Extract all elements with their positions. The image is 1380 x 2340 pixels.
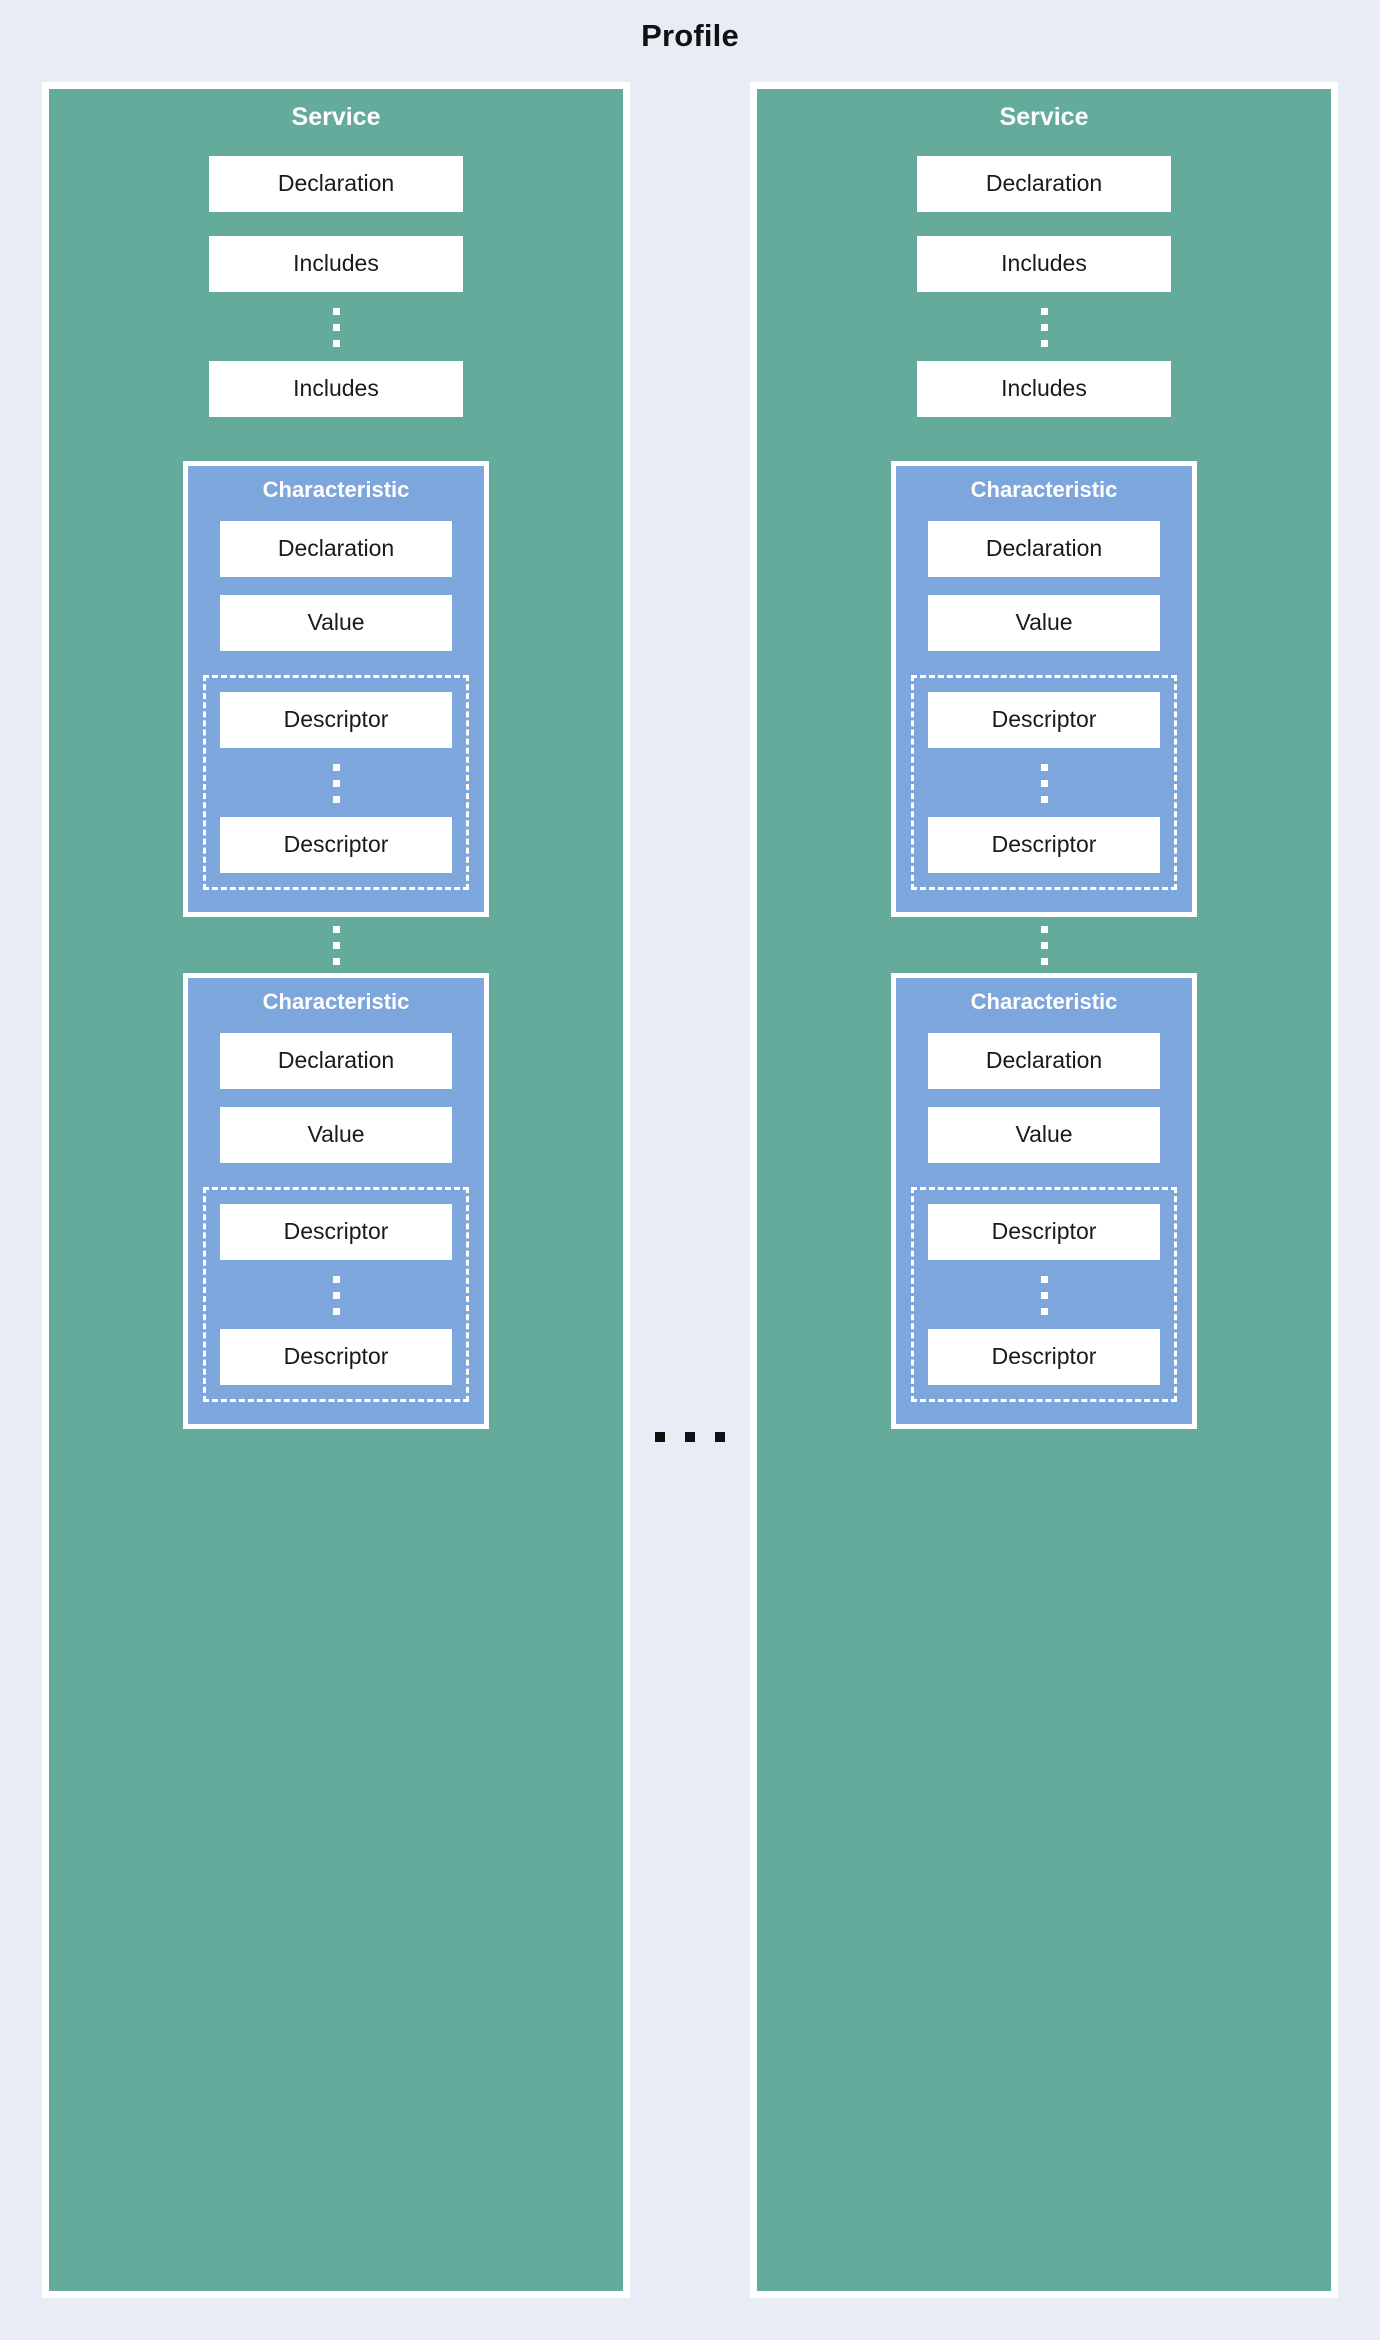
vertical-ellipsis-characteristics xyxy=(757,917,1331,973)
ellipsis-dot xyxy=(332,779,340,787)
ellipsis-dot xyxy=(655,1432,665,1442)
characteristic-box-2: Characteristic Declaration Value Descrip… xyxy=(891,973,1197,1429)
page-title: Profile xyxy=(641,18,739,53)
vertical-ellipsis-includes xyxy=(49,306,623,348)
vertical-ellipsis-characteristics xyxy=(49,917,623,973)
service-title: Service xyxy=(291,103,381,131)
characteristic-title: Characteristic xyxy=(262,477,410,502)
ellipsis-dot xyxy=(1040,1307,1048,1315)
ellipsis-dot xyxy=(332,323,340,331)
ellipsis-dot xyxy=(332,957,340,965)
characteristic-value-box: Value xyxy=(220,1107,452,1163)
characteristic-title: Characteristic xyxy=(262,989,410,1014)
ellipsis-dot xyxy=(332,1275,340,1283)
characteristic-box-1: Characteristic Declaration Value Descrip… xyxy=(183,461,489,917)
ellipsis-dot xyxy=(332,1291,340,1299)
descriptor-box-first: Descriptor xyxy=(220,692,452,748)
ellipsis-dot xyxy=(1040,323,1048,331)
service-includes-box-last: Includes xyxy=(209,361,463,417)
ellipsis-dot xyxy=(332,941,340,949)
vertical-ellipsis-descriptors xyxy=(206,762,466,804)
characteristic-box-1: Characteristic Declaration Value Descrip… xyxy=(891,461,1197,917)
ellipsis-dot xyxy=(1040,957,1048,965)
characteristic-box-2: Characteristic Declaration Value Descrip… xyxy=(183,973,489,1429)
ellipsis-dot xyxy=(1040,339,1048,347)
ellipsis-dot xyxy=(1040,941,1048,949)
ellipsis-dot xyxy=(1040,1291,1048,1299)
ellipsis-dot xyxy=(332,339,340,347)
descriptor-group: Descriptor Descriptor xyxy=(911,1187,1177,1402)
descriptor-box-last: Descriptor xyxy=(220,817,452,873)
characteristic-value-box: Value xyxy=(928,595,1160,651)
descriptor-group: Descriptor Descriptor xyxy=(203,1187,469,1402)
ellipsis-dot xyxy=(715,1432,725,1442)
characteristic-title: Characteristic xyxy=(970,477,1118,502)
vertical-ellipsis-descriptors xyxy=(914,762,1174,804)
descriptor-box-first: Descriptor xyxy=(928,1204,1160,1260)
ellipsis-dot xyxy=(332,307,340,315)
ellipsis-dot xyxy=(1040,1275,1048,1283)
service-box-2: Service Declaration Includes Includes Ch… xyxy=(750,82,1338,2298)
service-title: Service xyxy=(999,103,1089,131)
ellipsis-dot xyxy=(1040,763,1048,771)
vertical-ellipsis-descriptors xyxy=(206,1274,466,1316)
ellipsis-dot xyxy=(1040,307,1048,315)
descriptor-group: Descriptor Descriptor xyxy=(203,675,469,890)
ellipsis-dot xyxy=(1040,779,1048,787)
descriptor-box-last: Descriptor xyxy=(928,1329,1160,1385)
ellipsis-dot xyxy=(332,763,340,771)
service-box-1: Service Declaration Includes Includes Ch… xyxy=(42,82,630,2298)
characteristic-value-box: Value xyxy=(220,595,452,651)
characteristic-declaration-box: Declaration xyxy=(220,1033,452,1089)
ellipsis-dot xyxy=(332,925,340,933)
service-declaration-box: Declaration xyxy=(917,156,1171,212)
descriptor-box-first: Descriptor xyxy=(928,692,1160,748)
ellipsis-dot xyxy=(1040,925,1048,933)
service-includes-box-first: Includes xyxy=(209,236,463,292)
descriptor-box-last: Descriptor xyxy=(928,817,1160,873)
ellipsis-dot xyxy=(685,1432,695,1442)
service-includes-box-first: Includes xyxy=(917,236,1171,292)
descriptor-group: Descriptor Descriptor xyxy=(911,675,1177,890)
characteristic-declaration-box: Declaration xyxy=(928,1033,1160,1089)
vertical-ellipsis-descriptors xyxy=(914,1274,1174,1316)
vertical-ellipsis-includes xyxy=(757,306,1331,348)
ellipsis-dot xyxy=(1040,795,1048,803)
descriptor-box-last: Descriptor xyxy=(220,1329,452,1385)
ellipsis-dot xyxy=(332,1307,340,1315)
horizontal-ellipsis-services xyxy=(630,1432,750,1442)
characteristic-declaration-box: Declaration xyxy=(220,521,452,577)
service-declaration-box: Declaration xyxy=(209,156,463,212)
service-includes-box-last: Includes xyxy=(917,361,1171,417)
descriptor-box-first: Descriptor xyxy=(220,1204,452,1260)
characteristic-title: Characteristic xyxy=(970,989,1118,1014)
characteristic-value-box: Value xyxy=(928,1107,1160,1163)
characteristic-declaration-box: Declaration xyxy=(928,521,1160,577)
ellipsis-dot xyxy=(332,795,340,803)
